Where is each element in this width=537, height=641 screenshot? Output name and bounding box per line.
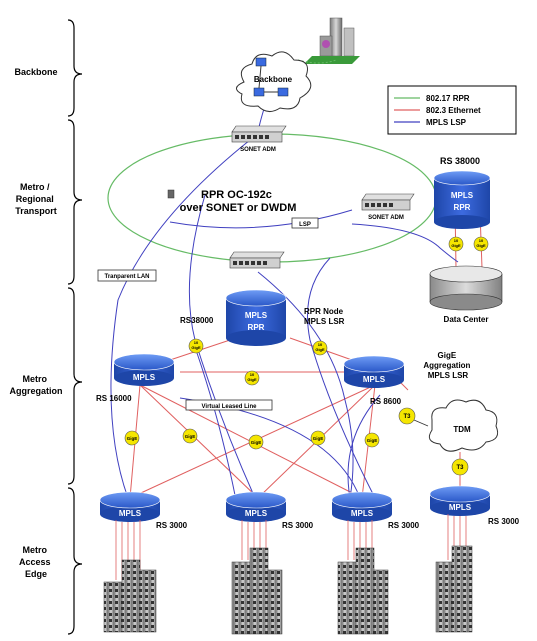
rs38000-center-label: RS38000 bbox=[180, 316, 214, 325]
access-building-2 bbox=[231, 547, 283, 635]
svg-text:MPLS: MPLS bbox=[245, 311, 268, 320]
tdm-label: TDM bbox=[453, 425, 471, 434]
svg-text:GigE: GigE bbox=[251, 440, 262, 445]
gige-aggregation-label: GigE Aggregation MPLS LSR bbox=[423, 351, 472, 380]
lsp-tag: LSP bbox=[291, 217, 319, 229]
rs38000-right-router: MPLS RPR bbox=[433, 170, 491, 229]
legend-item-rpr: 802.17 RPR bbox=[426, 94, 470, 103]
legend-item-mpls-lsp: MPLS LSP bbox=[426, 118, 467, 127]
svg-text:GigE: GigE bbox=[185, 434, 196, 439]
ten-gige-badge: 10 GigE bbox=[473, 236, 489, 252]
ethernet-links bbox=[129, 204, 483, 499]
legend-item-ethernet: 802.3 Ethernet bbox=[426, 106, 481, 115]
ring-node-marker bbox=[167, 189, 175, 199]
svg-text:GigE: GigE bbox=[191, 345, 201, 350]
gige-badge: GigE bbox=[124, 430, 140, 446]
gige-badge: GigE bbox=[364, 432, 380, 448]
svg-text:RPR: RPR bbox=[248, 323, 265, 332]
t3-badge: T3 bbox=[451, 458, 469, 476]
ring-title: RPR OC-192c over SONET or DWDM bbox=[180, 189, 297, 214]
tier-label-metro-aggregation: Metro Aggregation bbox=[10, 374, 63, 396]
rs16000-label: RS 16000 bbox=[96, 394, 132, 403]
svg-text:GigE: GigE bbox=[315, 347, 325, 352]
svg-text:T3: T3 bbox=[403, 414, 411, 420]
svg-text:10: 10 bbox=[454, 238, 459, 243]
svg-text:GigE: GigE bbox=[247, 377, 257, 382]
access-router-4: MPLS bbox=[429, 485, 491, 516]
legend: 802.17 RPR 802.3 Ethernet MPLS LSP bbox=[387, 85, 517, 135]
access-router-1: MPLS bbox=[99, 491, 161, 522]
gige-badge: GigE bbox=[310, 430, 326, 446]
svg-text:GigE: GigE bbox=[476, 243, 486, 248]
sonet-adm-top-label: SONET ADM bbox=[240, 147, 276, 153]
rpr-node-router: MPLS RPR bbox=[225, 289, 287, 346]
backbone-cloud-label: Backbone bbox=[254, 75, 293, 84]
access-building-4 bbox=[435, 545, 473, 633]
sonet-adm-right-label: SONET ADM bbox=[368, 215, 404, 221]
rpr-node-label: RPR Node MPLS LSR bbox=[304, 307, 345, 326]
virtual-leased-line-tag: Virtual Leased Line bbox=[185, 399, 273, 411]
ten-gige-badge: 10 GigE bbox=[312, 340, 328, 356]
gige-aggregation-router: MPLS bbox=[343, 355, 405, 388]
sonet-adm-bottom bbox=[229, 251, 285, 269]
svg-text:GigE: GigE bbox=[451, 243, 461, 248]
data-center-label: Data Center bbox=[444, 315, 489, 324]
svg-text:MPLS: MPLS bbox=[119, 509, 142, 518]
svg-text:T3: T3 bbox=[456, 465, 464, 471]
svg-text:MPLS: MPLS bbox=[133, 373, 156, 382]
svg-text:MPLS: MPLS bbox=[245, 509, 268, 518]
access-building-1 bbox=[103, 559, 157, 633]
tier-label-backbone: Backbone bbox=[14, 67, 57, 77]
rs3000-label-3: RS 3000 bbox=[388, 521, 420, 530]
rs16000-router: MPLS bbox=[113, 353, 175, 386]
t3-badge: T3 bbox=[398, 407, 416, 425]
backbone-site-building bbox=[304, 17, 360, 64]
transparent-lan-tag: Tranparent LAN bbox=[97, 269, 157, 282]
rs3000-label-2: RS 3000 bbox=[282, 521, 314, 530]
backbone-to-site-link bbox=[297, 59, 337, 64]
svg-text:MPLS: MPLS bbox=[351, 509, 374, 518]
svg-text:MPLS: MPLS bbox=[363, 375, 386, 384]
backbone-cloud bbox=[236, 51, 312, 112]
tdm-cloud bbox=[428, 399, 499, 452]
access-router-2: MPLS bbox=[225, 491, 287, 522]
ten-gige-badge: 10 GigE bbox=[448, 236, 464, 252]
svg-text:GigE: GigE bbox=[127, 436, 138, 441]
rs3000-label-4: RS 3000 bbox=[488, 517, 520, 526]
svg-text:LSP: LSP bbox=[299, 222, 311, 228]
sonet-adm-right bbox=[361, 193, 415, 211]
access-building-3 bbox=[337, 547, 389, 635]
ten-gige-badge: 10 GigE bbox=[188, 338, 204, 354]
access-router-3: MPLS bbox=[331, 491, 393, 522]
svg-text:MPLS: MPLS bbox=[451, 191, 474, 200]
mpls-lsp-paths bbox=[110, 57, 459, 501]
rs3000-label-1: RS 3000 bbox=[156, 521, 188, 530]
tier-label-metro-access: Metro Access Edge bbox=[19, 545, 53, 579]
sonet-adm-top bbox=[231, 125, 287, 143]
t3-to-tdm-link bbox=[413, 419, 429, 427]
svg-text:GigE: GigE bbox=[367, 438, 378, 443]
ten-gige-badge: 10 GigE bbox=[244, 370, 260, 386]
svg-text:10: 10 bbox=[479, 238, 484, 243]
tier-label-metro-transport: Metro / Regional Transport bbox=[15, 182, 57, 216]
svg-text:GigE: GigE bbox=[313, 436, 324, 441]
svg-text:10: 10 bbox=[318, 342, 323, 347]
rs8600-label: RS 8600 bbox=[370, 397, 402, 406]
data-center-storage bbox=[429, 265, 503, 311]
svg-text:Virtual Leased Line: Virtual Leased Line bbox=[202, 404, 258, 410]
svg-text:10: 10 bbox=[194, 340, 199, 345]
rs38000-right-label: RS 38000 bbox=[440, 156, 480, 166]
tier-brackets bbox=[67, 19, 83, 635]
gige-badge: GigE bbox=[248, 434, 264, 450]
svg-text:Tranparent LAN: Tranparent LAN bbox=[104, 274, 149, 280]
svg-text:10: 10 bbox=[250, 372, 255, 377]
gige-badge: GigE bbox=[182, 428, 198, 444]
svg-text:MPLS: MPLS bbox=[449, 503, 472, 512]
svg-text:RPR: RPR bbox=[454, 203, 471, 212]
